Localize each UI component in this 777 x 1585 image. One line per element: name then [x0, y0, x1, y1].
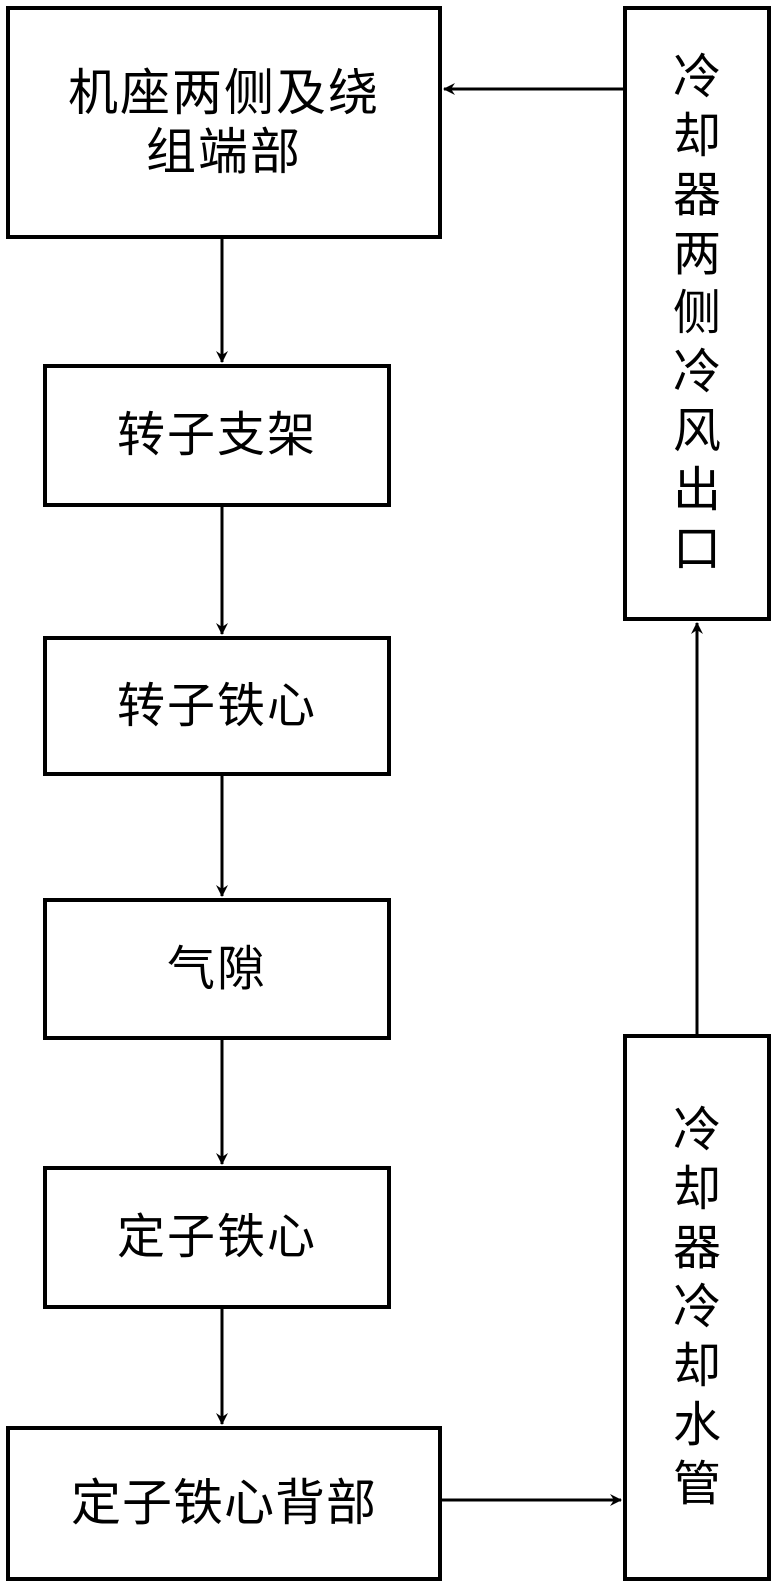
vertical-char: 器	[672, 1220, 721, 1276]
node-cooler-water-pipe-label: 冷却器冷却水管	[673, 1101, 721, 1514]
node-air-gap: 气隙	[43, 898, 391, 1040]
node-stator-core: 定子铁心	[43, 1166, 391, 1309]
node-rotor-core-label: 转子铁心	[116, 677, 317, 734]
vertical-char: 两	[672, 226, 721, 282]
node-air-gap-label: 气隙	[166, 940, 267, 997]
vertical-char: 却	[672, 1161, 721, 1217]
node-cooler-outlet: 冷却器两侧冷风出口	[623, 6, 771, 621]
node-cooler-outlet-label: 冷却器两侧冷风出口	[673, 48, 721, 579]
vertical-char: 管	[672, 1456, 721, 1512]
vertical-char: 冷	[672, 1279, 721, 1335]
node-stator-core-back-label: 定子铁心背部	[71, 1474, 377, 1532]
vertical-char: 器	[672, 167, 721, 223]
vertical-char: 冷	[672, 344, 721, 400]
node-stator-core-label: 定子铁心	[116, 1209, 317, 1266]
node-rotor-support: 转子支架	[43, 364, 391, 507]
node-cooler-water-pipe: 冷却器冷却水管	[623, 1034, 771, 1581]
vertical-char: 口	[672, 521, 721, 577]
node-frame-and-winding-ends-label: 机座两侧及绕组端部	[68, 63, 380, 181]
node-stator-core-back: 定子铁心背部	[6, 1426, 442, 1581]
vertical-char: 水	[672, 1397, 721, 1453]
node-rotor-support-label: 转子支架	[116, 407, 317, 464]
vertical-char: 却	[672, 1338, 721, 1394]
node-rotor-core: 转子铁心	[43, 636, 391, 776]
vertical-char: 却	[672, 108, 721, 164]
vertical-char: 风	[672, 403, 721, 459]
vertical-char: 冷	[672, 1102, 721, 1158]
vertical-char: 出	[672, 462, 721, 518]
vertical-char: 侧	[672, 285, 721, 341]
node-frame-and-winding-ends: 机座两侧及绕组端部	[6, 6, 442, 239]
vertical-char: 冷	[672, 49, 721, 105]
